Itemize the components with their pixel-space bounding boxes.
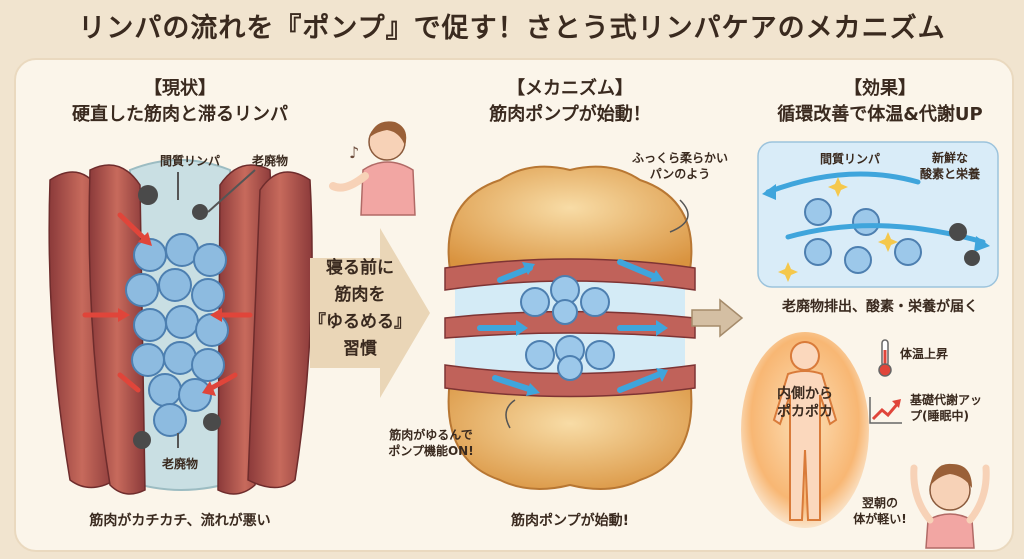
left-header: 【現状】 [144, 78, 216, 99]
habit-line-2: 筋肉を [334, 285, 386, 305]
right-label-lymph: 間質リンパ [819, 152, 880, 166]
muscle-left-2 [88, 164, 146, 495]
body-silhouette [772, 341, 838, 521]
right-header: 【効果】 [844, 78, 916, 99]
bread-top [447, 165, 693, 271]
waste-particles [133, 185, 221, 449]
metabolism-label: 基礎代謝アッ プ(睡眠中) [910, 393, 983, 423]
habit-line-1: 寝る前に [326, 258, 394, 278]
muscle-lymph-illustration [48, 159, 313, 495]
left-subtitle: 硬直した筋肉と滞るリンパ [72, 104, 288, 125]
circulation-illustration [757, 141, 999, 288]
pump-note: 筋肉がゆるんで ポンプ機能ON! [388, 428, 474, 458]
right-label-oxygen: 新鮮な 酸素と栄養 [919, 151, 980, 181]
center-caption: 筋肉ポンプが始動! [511, 513, 629, 529]
left-label-waste-bottom: 老廃物 [161, 457, 198, 471]
left-caption: 筋肉がカチカチ、流れが悪い [89, 513, 271, 529]
pump-flow-arrows [477, 259, 663, 393]
right-subtitle: 循環改善で体温&代謝UP [777, 104, 983, 125]
left-label-lymph: 間質リンパ [159, 154, 220, 168]
habit-line-4: 習慣 [343, 339, 377, 359]
habit-arrow-text: 寝る前に 筋肉を 『ゆるめる』 習慣 [305, 255, 415, 363]
warm-body-illustration [741, 332, 869, 528]
stretching-woman-icon: ♪ [329, 121, 416, 216]
bread-pump-illustration [444, 165, 696, 490]
center-subtitle: 筋肉ポンプが始動！ [489, 104, 651, 125]
center-lymph-cells [520, 275, 615, 381]
effect-arrow-shape [691, 298, 744, 338]
morning-label: 翌朝の 体が軽い! [853, 496, 907, 526]
chart-up-icon [869, 397, 902, 424]
thermometer-icon [878, 339, 892, 377]
flow-caption: 老廃物排出、酸素・栄養が届く [782, 299, 978, 315]
svg-text:♪: ♪ [349, 143, 359, 162]
circulation-waste [949, 223, 980, 266]
habit-line-3: 『ゆるめる』 [309, 312, 411, 332]
temp-label: 体温上昇 [900, 347, 949, 361]
left-label-waste-top: 老廃物 [251, 154, 288, 168]
habit-arrow-shape [310, 228, 430, 398]
bread-bottom [447, 379, 693, 490]
bread-note: ふっくら柔らかい パンのよう [631, 151, 728, 181]
lymph-cells [125, 233, 229, 437]
happy-woman-icon [910, 463, 990, 549]
center-header: 【メカニズム】 [507, 78, 633, 99]
circulation-cells [804, 198, 922, 274]
body-text: 内側から ポカポカ [777, 386, 833, 420]
page-title: リンパの流れを『ポンプ』で促す！さとう式リンパケアのメカニズム [78, 13, 946, 44]
